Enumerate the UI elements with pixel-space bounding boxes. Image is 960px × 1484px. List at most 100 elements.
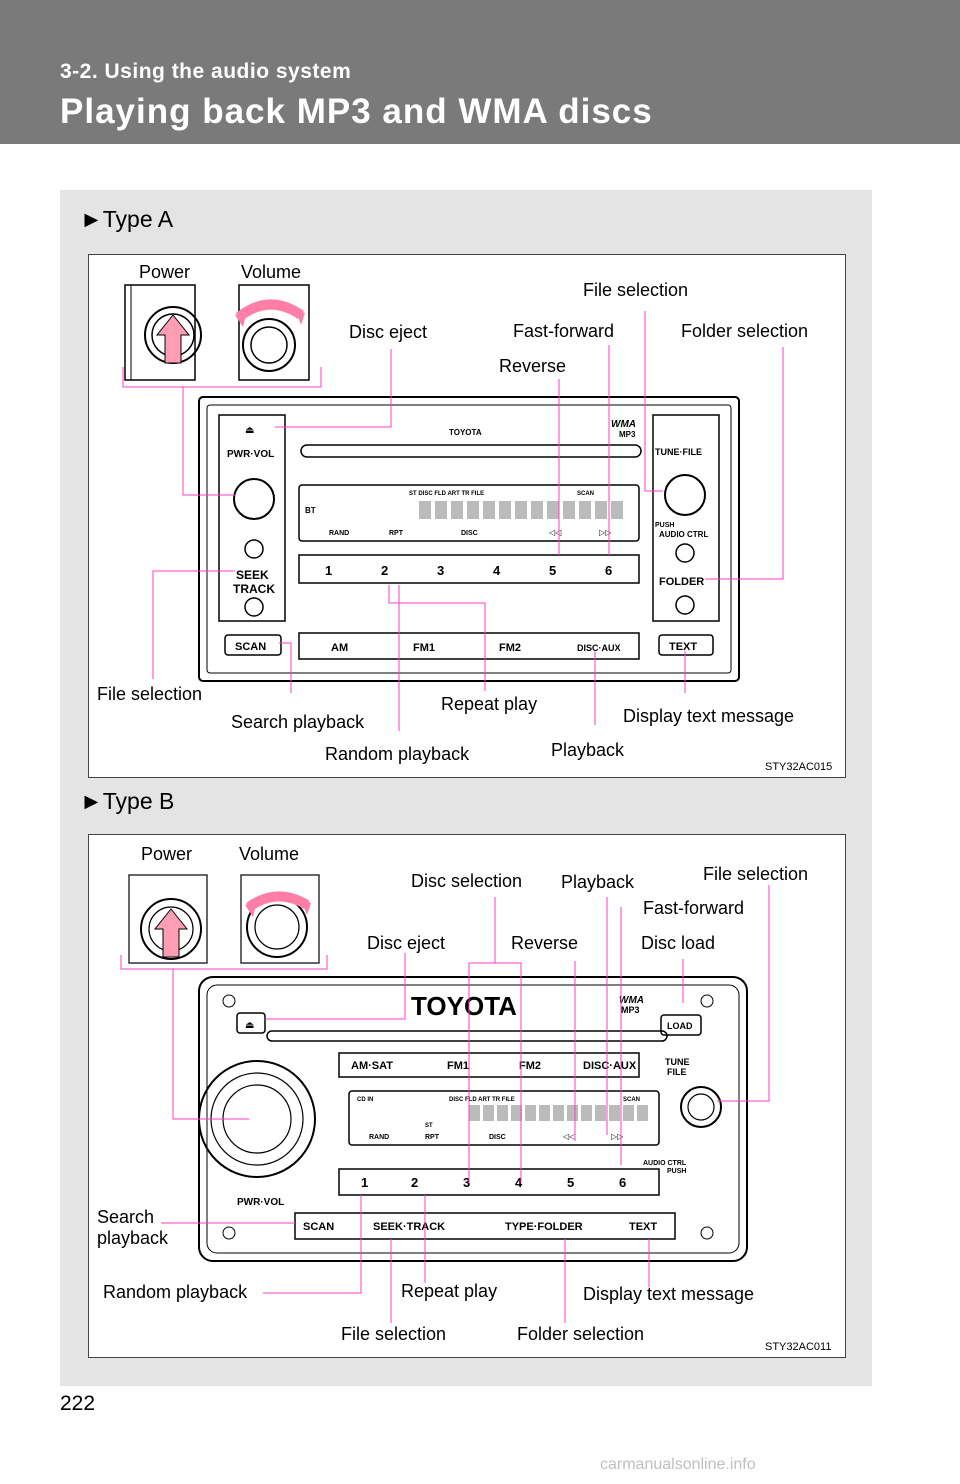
svg-text:PWR·VOL: PWR·VOL — [237, 1197, 284, 1208]
type-b-figure: TOYOTA WMA MP3 ⏏ LOAD PWR·VOL AM·SAT FM1… — [88, 834, 846, 1358]
svg-text:CD IN: CD IN — [357, 1097, 373, 1103]
svg-text:TEXT: TEXT — [669, 641, 697, 653]
svg-text:FM2: FM2 — [519, 1060, 541, 1072]
callout-power: Power — [141, 844, 193, 864]
type-a-figure: ⏏ PWR·VOL SEEK TRACK TUNE·FILE PUSH AUDI… — [88, 254, 846, 778]
callout-playback: Playback — [551, 740, 625, 760]
type-b-illustration: TOYOTA WMA MP3 ⏏ LOAD PWR·VOL AM·SAT FM1… — [120, 874, 770, 1323]
callout-disc-selection: Disc selection — [411, 871, 523, 891]
svg-text:DISC·AUX: DISC·AUX — [583, 1060, 637, 1072]
svg-text:5: 5 — [567, 1175, 574, 1190]
svg-text:TYPE·FOLDER: TYPE·FOLDER — [505, 1221, 583, 1233]
callout-fast-forward: Fast-forward — [513, 321, 615, 341]
svg-text:DISC: DISC — [489, 1134, 506, 1141]
svg-text:DISC FLD ART TR FILE: DISC FLD ART TR FILE — [449, 1097, 515, 1103]
svg-text:WMA: WMA — [611, 419, 636, 430]
svg-text:3: 3 — [437, 563, 444, 578]
svg-text:2: 2 — [381, 563, 388, 578]
callout-disc-load: Disc load — [641, 933, 716, 953]
svg-text:RPT: RPT — [389, 530, 404, 537]
svg-text:ST: ST — [425, 1123, 433, 1129]
callout-display-text-message: Display text message — [623, 706, 795, 726]
svg-text:BT: BT — [305, 506, 316, 515]
svg-text:FILE: FILE — [667, 1067, 687, 1077]
svg-text:⏏: ⏏ — [245, 1020, 254, 1031]
svg-text:SEEK·TRACK: SEEK·TRACK — [373, 1221, 445, 1233]
svg-text:PUSH: PUSH — [655, 522, 674, 529]
callout-file-selection-left: File selection — [97, 684, 203, 704]
svg-text:AUDIO CTRL: AUDIO CTRL — [659, 530, 708, 539]
callout-folder-selection: Folder selection — [681, 321, 809, 341]
svg-text:PWR·VOL: PWR·VOL — [227, 449, 274, 460]
svg-text:4: 4 — [515, 1175, 523, 1190]
svg-text:SEEK: SEEK — [236, 568, 269, 582]
svg-text:5: 5 — [549, 563, 556, 578]
svg-text:◁◁: ◁◁ — [549, 528, 562, 537]
callout-file-selection-top: File selection — [703, 864, 809, 884]
svg-text:ST DISC FLD ART TR FILE: ST DISC FLD ART TR FILE — [409, 491, 484, 497]
svg-text:6: 6 — [619, 1175, 626, 1190]
svg-text:RPT: RPT — [425, 1134, 440, 1141]
svg-text:◁◁: ◁◁ — [563, 1132, 576, 1141]
callout-file-selection-top: File selection — [583, 280, 689, 300]
svg-text:3: 3 — [463, 1175, 470, 1190]
callout-random-playback: Random playback — [325, 744, 470, 764]
svg-text:▷▷: ▷▷ — [611, 1132, 624, 1141]
svg-text:1: 1 — [361, 1175, 368, 1190]
svg-text:TOYOTA: TOYOTA — [411, 991, 517, 1021]
callout-repeat-play: Repeat play — [401, 1281, 498, 1301]
svg-text:TUNE·FILE: TUNE·FILE — [655, 447, 702, 457]
figure-code: STY32AC015 — [765, 761, 833, 773]
volume-knob-icon — [240, 874, 320, 964]
callout-reverse: Reverse — [511, 933, 579, 953]
type-a-label: ►Type A — [80, 206, 174, 232]
svg-text:SCAN: SCAN — [235, 641, 266, 653]
svg-text:MP3: MP3 — [621, 1005, 640, 1015]
page-header: 3-2. Using the audio system Playing back… — [0, 0, 960, 144]
callout-random-playback: Random playback — [103, 1282, 248, 1302]
svg-text:LOAD: LOAD — [667, 1021, 693, 1031]
volume-knob-icon — [235, 284, 310, 381]
svg-text:PUSH: PUSH — [667, 1168, 686, 1175]
svg-text:TRACK: TRACK — [233, 582, 275, 596]
svg-text:DISC·AUX: DISC·AUX — [577, 643, 621, 653]
svg-text:AUDIO CTRL: AUDIO CTRL — [643, 1160, 687, 1167]
callout-repeat-play: Repeat play — [441, 694, 538, 714]
callout-disc-eject: Disc eject — [367, 933, 446, 953]
figure-code: STY32AC011 — [765, 1341, 832, 1353]
watermark: carmanualsonline.info — [600, 1456, 756, 1473]
svg-text:SCAN: SCAN — [623, 1097, 640, 1103]
svg-text:AM: AM — [331, 642, 348, 654]
svg-text:▷▷: ▷▷ — [599, 528, 612, 537]
callout-disc-eject: Disc eject — [349, 322, 428, 342]
svg-text:MP3: MP3 — [619, 430, 636, 439]
callout-display-text-message: Display text message — [583, 1284, 755, 1304]
callout-fast-forward: Fast-forward — [643, 898, 745, 918]
type-a-illustration: ⏏ PWR·VOL SEEK TRACK TUNE·FILE PUSH AUDI… — [122, 284, 784, 731]
svg-text:2: 2 — [411, 1175, 418, 1190]
svg-text:FM2: FM2 — [499, 642, 521, 654]
svg-text:TUNE: TUNE — [665, 1057, 690, 1067]
callout-search-playback: Search playback — [231, 712, 365, 732]
svg-text:4: 4 — [493, 563, 501, 578]
svg-text:1: 1 — [325, 563, 332, 578]
svg-text:WMA: WMA — [619, 995, 644, 1006]
callout-search-playback-line2: playback — [97, 1228, 169, 1248]
callout-volume: Volume — [239, 844, 300, 864]
svg-text:AM·SAT: AM·SAT — [351, 1060, 393, 1072]
svg-text:RAND: RAND — [369, 1134, 389, 1141]
svg-text:FOLDER: FOLDER — [659, 576, 704, 588]
svg-text:RAND: RAND — [329, 530, 349, 537]
svg-text:⏏: ⏏ — [245, 425, 254, 436]
callout-reverse: Reverse — [499, 356, 567, 376]
callout-volume: Volume — [241, 262, 302, 282]
type-b-label: ►Type B — [80, 788, 175, 814]
callout-file-selection-bottom: File selection — [341, 1324, 447, 1344]
section-label: 3-2. Using the audio system — [60, 60, 352, 83]
callout-playback: Playback — [561, 872, 635, 892]
svg-text:SCAN: SCAN — [303, 1221, 334, 1233]
svg-text:6: 6 — [605, 563, 612, 578]
callout-folder-selection: Folder selection — [517, 1324, 645, 1344]
svg-text:SCAN: SCAN — [577, 491, 594, 497]
svg-text:TOYOTA: TOYOTA — [449, 428, 482, 437]
